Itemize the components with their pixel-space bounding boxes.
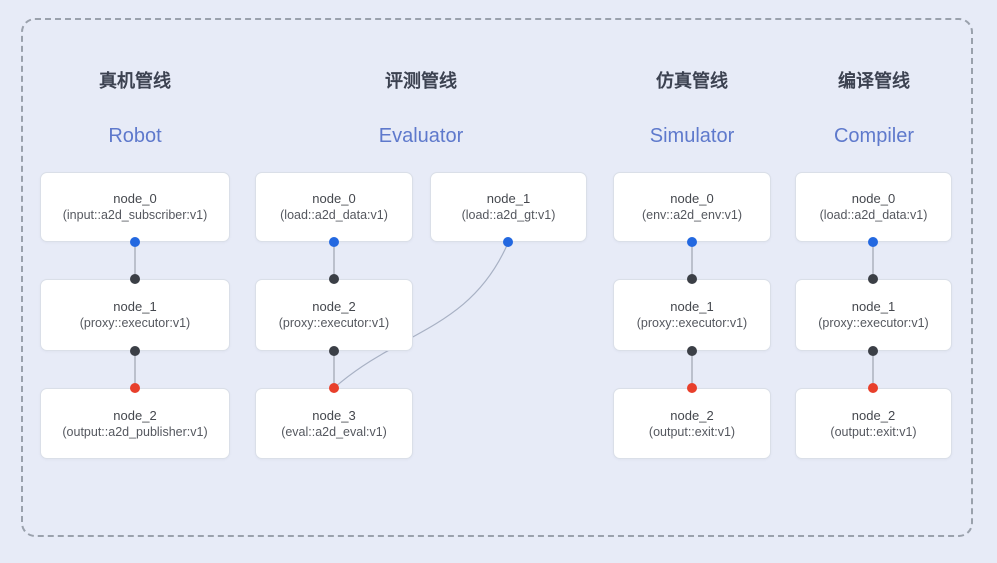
node-type: (proxy::executor:v1) <box>636 316 748 331</box>
header-en-compiler: Compiler <box>833 125 915 147</box>
node-name: node_2 <box>670 407 714 423</box>
port-dot-blue <box>687 237 697 247</box>
port-dot-blue <box>329 237 339 247</box>
node-type: (proxy::executor:v1) <box>818 316 929 331</box>
port-dot-black <box>687 346 697 356</box>
node-type: (load::a2d_data:v1) <box>819 208 928 223</box>
port-dot-blue <box>868 237 878 247</box>
port-dot-red <box>130 383 140 393</box>
node-type: (env::a2d_env:v1) <box>641 208 743 223</box>
node-name: node_0 <box>113 191 157 207</box>
dashed-frame <box>21 18 973 537</box>
node-type: (output::exit:v1) <box>648 424 736 439</box>
robot-node-2: node_2 (output::a2d_publisher:v1) <box>40 388 230 459</box>
compiler-node-2: node_2 (output::exit:v1) <box>795 388 952 459</box>
port-dot-red <box>329 383 339 393</box>
port-dot-blue <box>503 237 513 247</box>
node-type: (proxy::executor:v1) <box>79 316 191 331</box>
port-dot-black <box>130 274 140 284</box>
evaluator-node-0: node_0 (load::a2d_data:v1) <box>255 172 413 242</box>
simulator-node-0: node_0 (env::a2d_env:v1) <box>613 172 771 242</box>
node-name: node_2 <box>851 407 896 423</box>
port-dot-black <box>687 274 697 284</box>
node-type: (eval::a2d_eval:v1) <box>281 424 387 439</box>
connector-gt-to-eval-curve <box>333 242 509 389</box>
evaluator-node-1: node_1 (load::a2d_gt:v1) <box>430 172 587 242</box>
node-type: (proxy::executor:v1) <box>278 316 390 331</box>
node-type: (load::a2d_gt:v1) <box>461 208 556 223</box>
compiler-node-0: node_0 (load::a2d_data:v1) <box>795 172 952 242</box>
port-dot-black <box>868 346 878 356</box>
node-name: node_1 <box>486 191 531 207</box>
node-name: node_0 <box>312 191 356 207</box>
header-en-robot: Robot <box>108 125 162 147</box>
node-type: (output::exit:v1) <box>830 424 917 439</box>
compiler-node-1: node_1 (proxy::executor:v1) <box>795 279 952 351</box>
port-dot-black <box>329 346 339 356</box>
port-dot-red <box>687 383 697 393</box>
simulator-node-1: node_1 (proxy::executor:v1) <box>613 279 771 351</box>
robot-node-1: node_1 (proxy::executor:v1) <box>40 279 230 351</box>
robot-node-0: node_0 (input::a2d_subscriber:v1) <box>40 172 230 242</box>
header-zh-compiler: 编译管线 <box>838 71 910 91</box>
node-type: (load::a2d_data:v1) <box>280 208 388 223</box>
header-zh-simulator: 仿真管线 <box>656 71 728 91</box>
node-name: node_1 <box>670 299 714 315</box>
evaluator-node-2: node_2 (proxy::executor:v1) <box>255 279 413 351</box>
header-zh-robot: 真机管线 <box>99 71 171 91</box>
simulator-node-2: node_2 (output::exit:v1) <box>613 388 771 459</box>
header-en-simulator: Simulator <box>649 125 735 147</box>
evaluator-node-3: node_3 (eval::a2d_eval:v1) <box>255 388 413 459</box>
port-dot-black <box>130 346 140 356</box>
node-name: node_0 <box>670 191 714 207</box>
port-dot-black <box>868 274 878 284</box>
header-en-evaluator: Evaluator <box>378 125 464 147</box>
port-dot-red <box>868 383 878 393</box>
header-zh-evaluator: 评测管线 <box>385 71 457 91</box>
node-name: node_2 <box>113 407 157 423</box>
node-name: node_3 <box>312 407 356 423</box>
port-dot-blue <box>130 237 140 247</box>
port-dot-black <box>329 274 339 284</box>
node-name: node_1 <box>113 299 157 315</box>
node-name: node_1 <box>851 299 896 315</box>
node-type: (output::a2d_publisher:v1) <box>62 424 208 439</box>
node-type: (input::a2d_subscriber:v1) <box>62 208 208 223</box>
node-name: node_2 <box>312 299 356 315</box>
node-name: node_0 <box>851 191 896 207</box>
